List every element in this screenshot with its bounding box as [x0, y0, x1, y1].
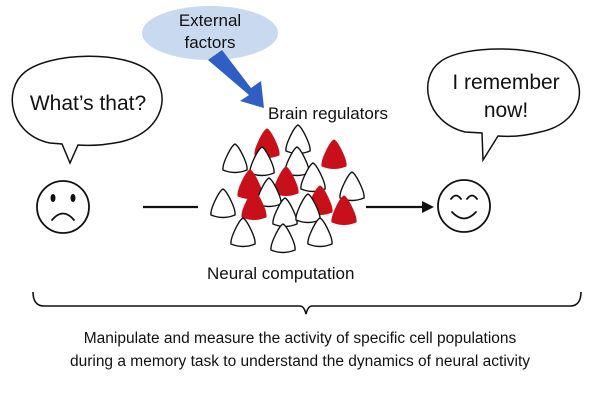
neuron-red [273, 166, 299, 196]
neuron-white [284, 146, 310, 177]
right-speech-bubble [426, 48, 581, 163]
external-factors-line2: factors [184, 33, 236, 52]
neuron-cluster [210, 124, 365, 254]
happy-face-icon [437, 179, 491, 233]
neuron-white [300, 162, 326, 193]
neuron-white [339, 171, 365, 202]
neuron-red [241, 190, 267, 220]
neuron-white [270, 223, 296, 254]
right-bubble-line1: I remember [452, 71, 560, 94]
external-factors-ellipse [142, 6, 278, 60]
neuron-red [331, 195, 357, 225]
neural-computation-label: Neural computation [207, 264, 355, 283]
neuron-white [307, 217, 333, 248]
external-factors-label: External factors [150, 10, 270, 54]
left-speech-bubble [11, 55, 163, 165]
caption-line2: during a memory task to understand the d… [69, 353, 531, 370]
neuron-white [295, 193, 321, 224]
sad-face-icon [36, 180, 90, 234]
external-factors-line1: External [178, 11, 242, 30]
neuron-white [222, 143, 248, 174]
neuron-white [230, 217, 256, 248]
neuron-white [210, 188, 236, 219]
right-bubble-line2: now! [483, 99, 529, 122]
brain-regulators-label: Brain regulators [268, 104, 389, 123]
external-factors-arrow [208, 50, 264, 108]
neuron-white [249, 146, 275, 177]
caption-line1: Manipulate and measure the activity of s… [83, 330, 517, 347]
output-arrow [366, 201, 434, 213]
neuron-white [256, 177, 282, 208]
left-bubble-text: What’s that? [29, 92, 147, 115]
curly-bracket [32, 291, 582, 315]
neuron-red [321, 139, 347, 169]
right-bubble-text: I remember now! [432, 69, 580, 125]
